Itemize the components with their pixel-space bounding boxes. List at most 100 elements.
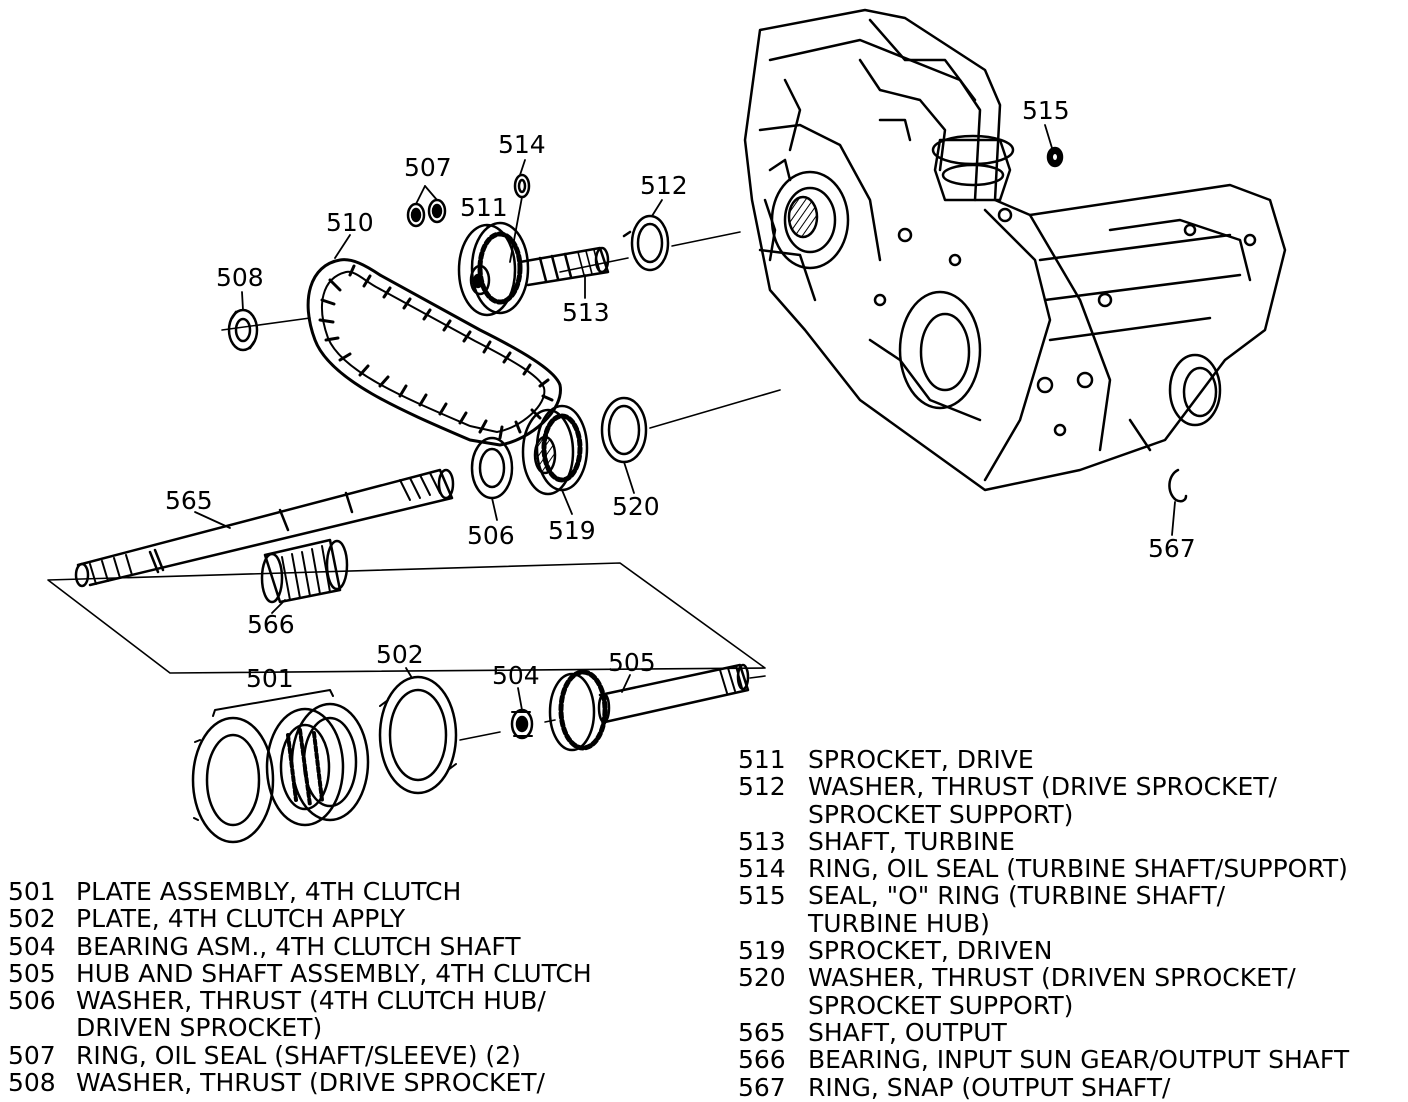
legend-number — [738, 910, 808, 937]
legend-number — [738, 992, 808, 1019]
legend-number: 567 — [738, 1072, 786, 1102]
legend-number: 519 — [738, 936, 786, 966]
legend-row: TURBINE HUB) — [738, 910, 1349, 937]
legend-description: SPROCKET SUPPORT) — [808, 799, 1074, 829]
legend-row: 565 SHAFT, OUTPUT — [738, 1019, 1349, 1046]
callout-501: 501 — [246, 664, 294, 693]
legend-description: RING, OIL SEAL (SHAFT/SLEEVE) (2) — [76, 1040, 521, 1070]
callout-507: 507 — [404, 153, 452, 182]
part-502-apply-plate — [378, 675, 458, 795]
legend-number: 502 — [8, 904, 56, 934]
callout-511: 511 — [460, 193, 508, 222]
legend-number: 566 — [738, 1045, 786, 1075]
legend-description: SHAFT, TURBINE — [808, 826, 1015, 856]
legend-number: 520 — [738, 963, 786, 993]
legend-description: WASHER, THRUST (4TH CLUTCH HUB/ — [76, 986, 546, 1016]
part-514-oil-seal-ring — [513, 173, 531, 199]
part-565-output-shaft — [74, 468, 455, 588]
legend-description: SPROCKET, DRIVEN — [808, 936, 1053, 966]
legend-description: HUB AND SHAFT ASSEMBLY, 4TH CLUTCH — [76, 958, 592, 988]
transmission-case — [743, 8, 1287, 492]
legend-row: SPROCKET SUPPORT) — [738, 799, 1349, 829]
part-520-washer — [600, 396, 648, 464]
callout-510: 510 — [326, 208, 374, 237]
legend-row: 520 WASHER, THRUST (DRIVEN SPROCKET/ — [738, 964, 1349, 991]
legend-row: 566 BEARING, INPUT SUN GEAR/OUTPUT SHAFT — [738, 1046, 1349, 1073]
legend-number: 513 — [738, 826, 786, 856]
legend-row: 514 RING, OIL SEAL (TURBINE SHAFT/SUPPORT… — [738, 855, 1349, 882]
part-515-o-ring — [1046, 146, 1064, 168]
callout-514: 514 — [498, 130, 546, 159]
part-501-plate-assembly — [191, 689, 370, 844]
legend-number: 514 — [738, 854, 786, 884]
legend-description: WASHER, THRUST (DRIVEN SPROCKET/ — [808, 963, 1296, 993]
legend-row: 567 RING, SNAP (OUTPUT SHAFT/ — [738, 1072, 1349, 1102]
legend-description: RING, SNAP (OUTPUT SHAFT/ — [808, 1072, 1171, 1102]
legend-row: 502 PLATE, 4TH CLUTCH APPLY — [8, 905, 592, 932]
parts-legend-left: 501 PLATE ASSEMBLY, 4TH CLUTCH 502 PLATE, … — [8, 878, 592, 1096]
legend-row: 513 SHAFT, TURBINE — [738, 828, 1349, 855]
callout-565: 565 — [165, 486, 213, 515]
legend-description: DRIVEN SPROCKET) — [76, 1013, 323, 1043]
part-511-drive-sprocket — [457, 221, 530, 317]
legend-number — [738, 801, 808, 828]
part-508-washer — [227, 308, 259, 352]
legend-number: 507 — [8, 1040, 56, 1070]
part-567-snap-ring — [1168, 468, 1188, 503]
legend-row: DRIVEN SPROCKET) — [8, 1014, 592, 1041]
legend-description: RING, OIL SEAL (TURBINE SHAFT/SUPPORT) — [808, 854, 1348, 884]
legend-description: SEAL, "O" RING (TURBINE SHAFT/ — [808, 881, 1226, 911]
legend-row: SPROCKET SUPPORT) — [738, 992, 1349, 1019]
legend-number: 565 — [738, 1017, 786, 1047]
part-519-driven-sprocket — [521, 404, 589, 496]
legend-number — [8, 1014, 76, 1041]
legend-row: 506 WASHER, THRUST (4TH CLUTCH HUB/ — [8, 987, 592, 1014]
legend-row: 515 SEAL, "O" RING (TURBINE SHAFT/ — [738, 882, 1349, 909]
callout-520: 520 — [612, 492, 660, 521]
part-507-seal-rings — [406, 198, 447, 228]
legend-description: BEARING ASM., 4TH CLUTCH SHAFT — [76, 931, 521, 961]
legend-row: 519 SPROCKET, DRIVEN — [738, 937, 1349, 964]
callout-515: 515 — [1022, 96, 1070, 125]
legend-row: 505 HUB AND SHAFT ASSEMBLY, 4TH CLUTCH — [8, 960, 592, 987]
callout-506: 506 — [467, 521, 515, 550]
part-566-bearing — [260, 538, 349, 604]
part-513-turbine-shaft — [518, 246, 610, 287]
legend-row: 501 PLATE ASSEMBLY, 4TH CLUTCH — [8, 878, 592, 905]
legend-number: 515 — [738, 881, 786, 911]
part-512-washer — [622, 214, 670, 272]
legend-number: 511 — [738, 745, 786, 774]
legend-row: 511 SPROCKET, DRIVE — [738, 746, 1349, 773]
legend-description: TURBINE HUB) — [808, 908, 990, 938]
part-504-bearing — [510, 708, 534, 740]
callout-513: 513 — [562, 298, 610, 327]
legend-description: WASHER, THRUST (DRIVE SPROCKET/ — [808, 772, 1277, 802]
part-506-washer — [470, 436, 514, 500]
callout-519: 519 — [548, 516, 596, 545]
legend-description: PLATE, 4TH CLUTCH APPLY — [76, 904, 406, 934]
part-505-hub-shaft — [548, 663, 750, 752]
legend-number: 512 — [738, 772, 786, 802]
leader-lines — [194, 124, 1176, 711]
legend-number: 508 — [8, 1068, 56, 1098]
part-510-chain — [306, 258, 562, 447]
callout-502: 502 — [376, 640, 424, 669]
legend-number: 505 — [8, 958, 56, 988]
legend-number: 506 — [8, 986, 56, 1016]
legend-description: SHAFT, OUTPUT — [808, 1017, 1007, 1047]
callout-504: 504 — [492, 661, 540, 690]
legend-description: SPROCKET, DRIVE — [808, 745, 1034, 774]
legend-description: PLATE ASSEMBLY, 4TH CLUTCH — [76, 877, 462, 906]
callout-567: 567 — [1148, 534, 1196, 563]
callout-505: 505 — [608, 648, 656, 677]
legend-number: 501 — [8, 877, 56, 906]
legend-row: 512 WASHER, THRUST (DRIVE SPROCKET/ — [738, 773, 1349, 800]
callout-508: 508 — [216, 263, 264, 292]
centerline-middle — [649, 389, 781, 429]
legend-row: 507 RING, OIL SEAL (SHAFT/SLEEVE) (2) — [8, 1042, 592, 1069]
legend-description: BEARING, INPUT SUN GEAR/OUTPUT SHAFT — [808, 1045, 1350, 1075]
